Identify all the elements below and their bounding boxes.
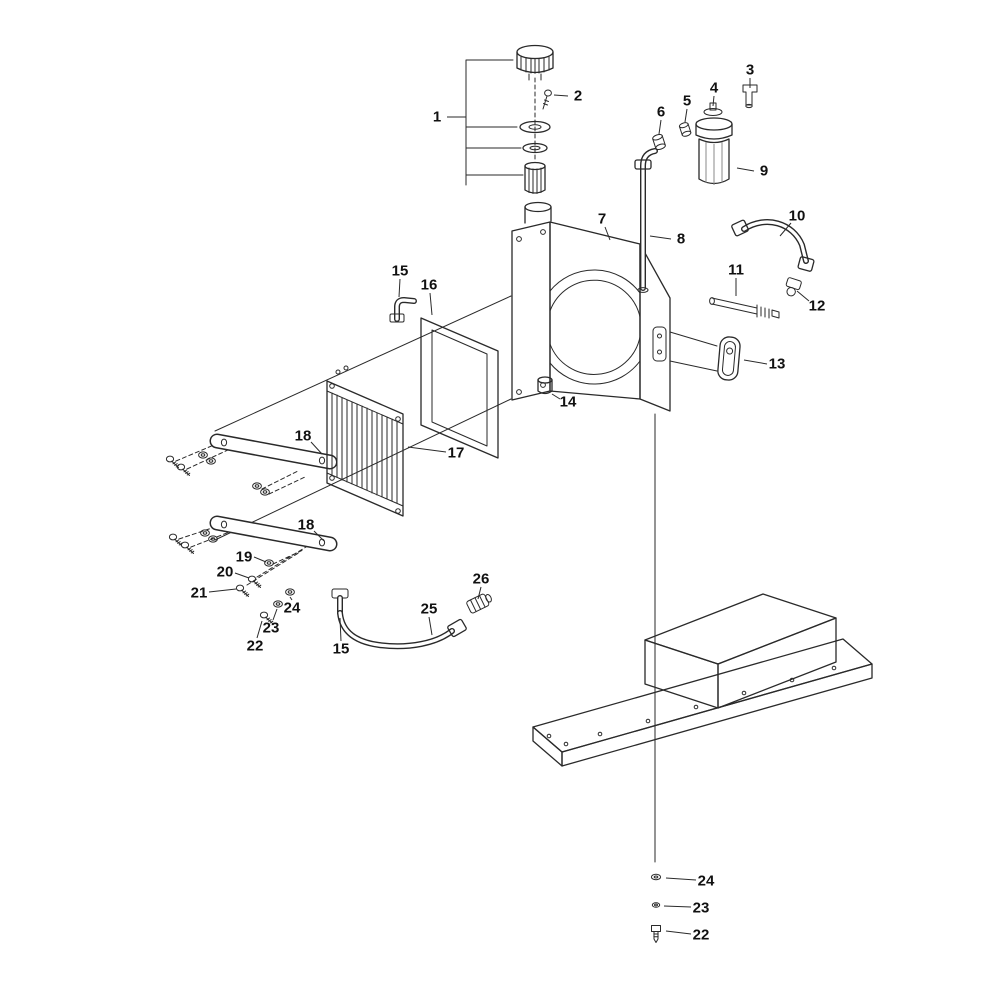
- fitting-26-drawing: [466, 593, 492, 614]
- screw-icon: [235, 584, 250, 597]
- callout-leader-line: [310, 441, 323, 455]
- cooler-frame-drawing: [420, 317, 499, 459]
- callout-leader-line: [407, 446, 447, 453]
- callout-label: 18: [295, 428, 312, 445]
- washer-icon: [285, 588, 295, 596]
- callout-leader-line: [429, 292, 433, 316]
- callout-leader-line: [712, 95, 715, 107]
- callout-label: 19: [236, 549, 253, 566]
- callout-label: 25: [421, 601, 438, 618]
- bracket-13-drawing: [669, 331, 741, 381]
- callout-leader-line: [313, 530, 325, 542]
- washer-icon: [200, 529, 210, 537]
- callout-leader-line: [658, 119, 662, 135]
- screw-2-drawing: [542, 89, 552, 110]
- callout-label: 8: [677, 231, 685, 248]
- callout-leader-line: [208, 588, 237, 593]
- washer-icon: [198, 451, 208, 459]
- screw-22-drawing: [651, 925, 661, 943]
- callout-label: 26: [473, 571, 490, 588]
- callout-label: 2: [574, 88, 582, 105]
- callout-leader-line: [428, 616, 433, 636]
- callout-label: 16: [421, 277, 438, 294]
- callout-leader-line: [736, 167, 755, 172]
- callout-label: 17: [448, 445, 465, 462]
- callout-label: 15: [392, 263, 409, 280]
- callout-leader-line: [604, 226, 611, 241]
- callout-label: 12: [809, 298, 826, 315]
- base-plate-drawing: [532, 593, 873, 767]
- filler-cap-assembly-drawing: [465, 44, 554, 194]
- callout-leader-line: [684, 108, 688, 123]
- oil-filter-drawing: [695, 117, 733, 185]
- callout-label: 22: [693, 927, 710, 944]
- callout-layer: 1234567891011121314151617181819202122232…: [191, 62, 826, 944]
- callout-leader-line: [256, 620, 263, 639]
- callout-leader-line: [663, 905, 692, 908]
- callout-label: 13: [769, 356, 786, 373]
- callout-label: 10: [789, 208, 806, 225]
- callout-leader-line: [649, 235, 672, 240]
- fitting-12-drawing: [785, 277, 802, 297]
- callout-label: 24: [284, 600, 301, 617]
- callout-label: 22: [247, 638, 264, 655]
- tank-mounting-hardware-drawing: [650, 413, 662, 943]
- callout-label: 5: [683, 93, 691, 110]
- screw-icon: [176, 463, 191, 476]
- callout-label: 3: [746, 62, 754, 79]
- tube-11-drawing: [709, 297, 780, 319]
- callout-leader-line: [665, 877, 697, 881]
- callout-leader-line: [796, 290, 810, 302]
- callout-label: 23: [263, 620, 280, 637]
- callout-label: 23: [693, 900, 710, 917]
- callout-leader-line: [272, 608, 278, 621]
- callout-label: 9: [760, 163, 768, 180]
- fitting-14-drawing: [537, 376, 553, 395]
- callout-label: 7: [598, 211, 606, 228]
- callout-label: 14: [560, 394, 577, 411]
- bracket-fasteners-drawing: [165, 441, 307, 624]
- suction-tube-drawing: [634, 148, 658, 293]
- washer-icon: [273, 600, 283, 608]
- callout-label: 4: [710, 80, 719, 97]
- callout-leader-line: [289, 596, 293, 601]
- callout-leader-line: [551, 393, 561, 400]
- washer-icon: [206, 457, 216, 465]
- callout-label: 6: [657, 104, 665, 121]
- washer-icon: [260, 488, 270, 496]
- hose-10-drawing: [731, 219, 815, 272]
- callout-leader-line: [339, 617, 342, 642]
- screw-icon: [165, 455, 180, 468]
- callout-leader-line: [253, 556, 267, 563]
- callout-label: 15: [333, 641, 350, 658]
- washer-icon: [264, 559, 274, 567]
- callout-label: 21: [191, 585, 208, 602]
- callout-label: 20: [217, 564, 234, 581]
- mounting-bracket-upper-drawing: [209, 433, 338, 470]
- callout-leader-line: [743, 359, 768, 365]
- callout-label: 11: [728, 262, 744, 279]
- callout-leader-line: [477, 586, 482, 600]
- oil-cooler-drawing: [326, 365, 404, 517]
- elbow-fitting-15b-drawing: [331, 588, 349, 616]
- callout-leader-line: [398, 278, 401, 298]
- callout-label: 18: [298, 517, 315, 534]
- hydraulic-tank-drawing: [511, 201, 671, 412]
- assembly-alignment-lines: [214, 295, 512, 541]
- washer-icon: [252, 482, 262, 490]
- elbow-fitting-15a-drawing: [389, 297, 417, 323]
- callout-leader-line: [234, 572, 250, 579]
- screw-icon: [168, 533, 183, 546]
- callout-leader-line: [553, 94, 569, 97]
- callout-label: 1: [433, 109, 441, 126]
- callout-leader-line: [779, 222, 792, 237]
- strainer-drawing: [524, 161, 546, 194]
- callout-label: 24: [698, 873, 715, 890]
- screw-icon: [180, 541, 195, 554]
- callout-leader-line: [665, 930, 692, 935]
- small-fittings-drawing: [652, 84, 758, 151]
- hose-25-drawing: [337, 610, 467, 650]
